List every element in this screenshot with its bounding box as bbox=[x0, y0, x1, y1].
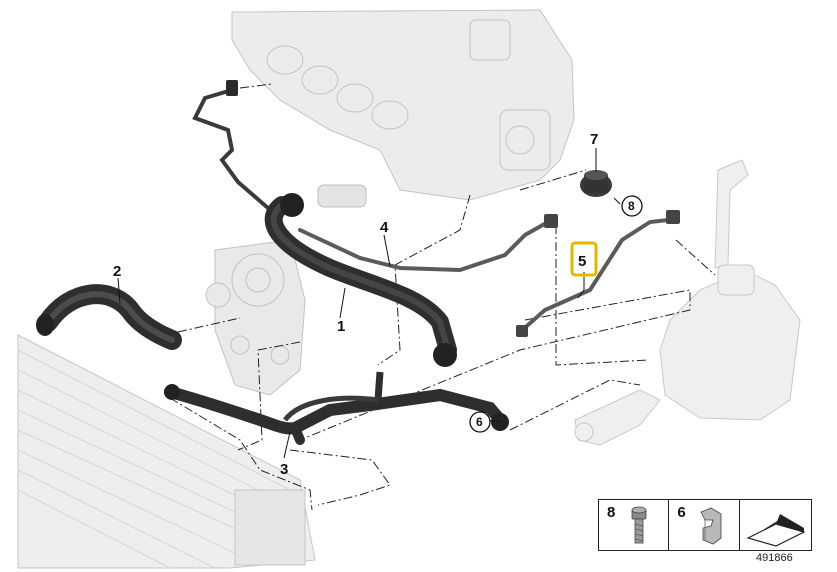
callout-1: 1 bbox=[337, 318, 345, 335]
callout-8-circle: 8 bbox=[621, 195, 643, 217]
hose-3 bbox=[164, 371, 509, 445]
callout-8: 8 bbox=[628, 199, 635, 213]
water-pump-illustration bbox=[205, 239, 306, 396]
callout-2: 2 bbox=[113, 263, 121, 280]
callout-6-circle: 6 bbox=[469, 411, 491, 433]
bolt-icon bbox=[631, 506, 647, 544]
clip-icon bbox=[700, 507, 722, 545]
callout-lines bbox=[117, 148, 621, 459]
line-5-connector bbox=[666, 210, 680, 224]
hose-2 bbox=[36, 284, 182, 350]
diagram-number: 491866 bbox=[756, 552, 793, 564]
shim-icon bbox=[746, 514, 806, 547]
legend-shim-cell bbox=[740, 500, 811, 550]
callout-5-highlight[interactable] bbox=[570, 241, 598, 277]
callout-3: 3 bbox=[280, 461, 288, 478]
line-4-connector bbox=[544, 214, 558, 228]
callout-6: 6 bbox=[476, 415, 483, 429]
hose-1 bbox=[264, 193, 457, 367]
part-7 bbox=[580, 170, 612, 197]
vent-line-upper bbox=[192, 88, 270, 210]
legend-bolt-cell: 8 bbox=[599, 500, 670, 550]
leader-lines bbox=[169, 83, 716, 511]
line-5 bbox=[518, 218, 670, 334]
sensor-illustration bbox=[317, 184, 367, 208]
radiator-illustration bbox=[17, 334, 316, 569]
callout-5[interactable]: 5 bbox=[578, 253, 586, 270]
parts-legend: 8 6 bbox=[598, 499, 812, 551]
legend-bolt-number: 8 bbox=[607, 504, 616, 521]
cylinder-head-illustration bbox=[231, 9, 575, 201]
expansion-tank-illustration bbox=[574, 159, 801, 446]
legend-clip-cell: 6 bbox=[669, 500, 740, 550]
legend-clip-number: 6 bbox=[677, 504, 686, 521]
line-5-end bbox=[516, 325, 528, 337]
vent-connector bbox=[226, 80, 238, 96]
callout-4: 4 bbox=[380, 219, 389, 236]
callout-7: 7 bbox=[590, 131, 598, 148]
line-4 bbox=[298, 220, 550, 273]
